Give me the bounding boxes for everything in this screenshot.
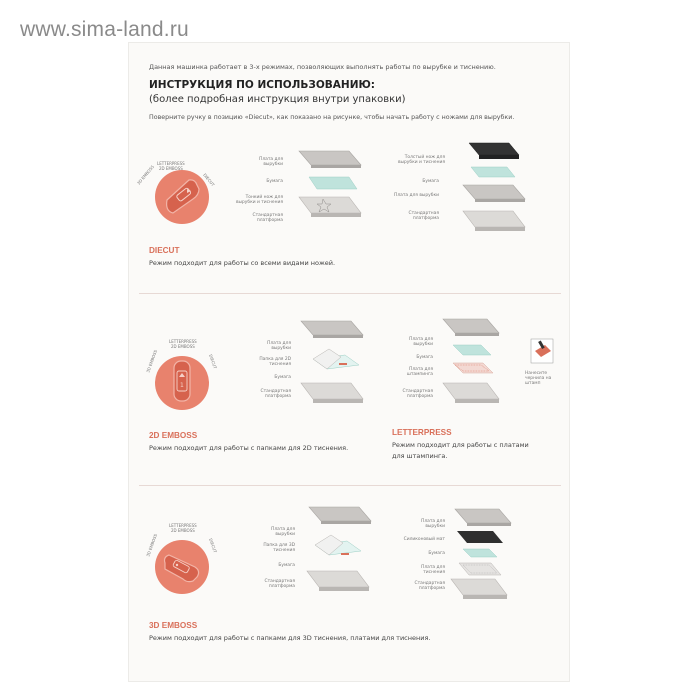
site-watermark: www.sima-land.ru — [20, 18, 189, 41]
ink-note-3: штамп — [525, 381, 541, 386]
dial-3-diecut: DIECUT — [208, 538, 218, 554]
emboss3d-left-stack — [306, 506, 372, 591]
turn-instruction: Поверните ручку в позицию «Diecut», как … — [149, 114, 515, 121]
diecut-label-platform-right: Стандартная платформа — [408, 211, 439, 221]
emboss3d-label-paper: Бумага — [278, 563, 295, 568]
letterpress-label-paper: Бумага — [416, 355, 433, 360]
emboss3d-label-platform: Стандартная платформа — [264, 579, 295, 589]
dial-3-2d: 2D EMBOSS — [171, 528, 195, 533]
emboss3d-label-plate-right: Плата для вырубки — [421, 519, 445, 529]
letterpress-description-line-2: для штампинга. — [392, 452, 448, 460]
diecut-label-paper-right: Бумага — [422, 179, 439, 184]
emboss3d-label-paper-right: Бумага — [428, 551, 445, 556]
letterpress-label-platform: Стандартная платформа — [402, 389, 433, 399]
dial-label-3d: 3D EMBOSS — [136, 164, 155, 186]
divider-2 — [139, 485, 561, 486]
diecut-left-stack — [298, 150, 362, 217]
diecut-label-platform: Стандартная платформа — [252, 213, 283, 223]
emboss2d-description-line-1: Режим подходит для работы с папками для … — [149, 444, 349, 452]
dial-2-diecut: DIECUT — [208, 354, 218, 370]
dial-3-3d: 3D EMBOSS — [145, 533, 158, 557]
emboss2d-label-platform: Стандартная платформа — [260, 389, 291, 399]
emboss3d-title: 3D EMBOSS — [149, 621, 198, 630]
dial-2-letterpress: LETTERPRESS — [169, 339, 197, 344]
diecut-label-thick-knife: Толстый нож для вырубки и тиснения — [397, 155, 445, 165]
instruction-sheet: Данная машинка работает в 3-х режимах, п… — [128, 42, 570, 682]
emboss3d-label-emboss-plate: Плата для тиснения — [421, 565, 445, 575]
dial-label-2d: 2D EMBOSS — [159, 166, 183, 171]
diecut-label-plate-right: Плата для вырубки — [394, 193, 439, 198]
intro-text: Данная машинка работает в 3-х режимах, п… — [149, 63, 496, 71]
letterpress-title: LETTERPRESS — [392, 428, 452, 437]
dial-3-letterpress: LETTERPRESS — [169, 523, 197, 528]
letterpress-label-stamp-plate: Плата для штампинга — [406, 367, 433, 377]
diecut-right-stack — [462, 142, 526, 231]
divider-1 — [139, 293, 561, 294]
letterpress-stack — [442, 318, 554, 403]
letterpress-description-line-1: Режим подходит для работы с платами — [392, 441, 529, 449]
ink-note-1: Нанесите — [525, 371, 548, 376]
diecut-title: DIECUT — [149, 246, 180, 255]
emboss3d-right-stack — [450, 508, 512, 599]
dial-2d-emboss: 1 LETTERPRESS 2D EMBOSS 3D EMBOSS DIECUT — [145, 339, 218, 410]
diecut-label-paper: Бумага — [266, 179, 283, 184]
page-subtitle: (более подробная инструкция внутри упако… — [149, 94, 406, 105]
dial-2-3d: 3D EMBOSS — [145, 349, 158, 373]
diecut-description: Режим подходит для работы со всеми видам… — [149, 259, 336, 267]
page-title: ИНСТРУКЦИЯ ПО ИСПОЛЬЗОВАНИЮ: — [149, 79, 376, 91]
diecut-label-thin-knife: Тонкий нож для вырубки и тиснения — [235, 195, 283, 205]
dial-2-2d: 2D EMBOSS — [171, 344, 195, 349]
dial-label-letterpress: LETTERPRESS — [157, 161, 185, 166]
emboss3d-label-plate: Плата для вырубки — [271, 527, 295, 537]
emboss2d-label-plate: Плата для вырубки — [267, 341, 291, 351]
emboss3d-description: Режим подходит для работы с папками для … — [149, 634, 431, 642]
emboss2d-label-folder: Папка для 2D тиснения — [259, 357, 291, 367]
emboss2d-stack — [300, 320, 364, 403]
dial-diecut: LETTERPRESS 2D EMBOSS 3D EMBOSS DIECUT — [136, 161, 216, 224]
dial-arrow-number: 1 — [180, 382, 184, 389]
emboss3d-label-platform-right: Стандартная платформа — [414, 581, 445, 591]
emboss2d-title: 2D EMBOSS — [149, 431, 198, 440]
letterpress-label-plate: Плата для вырубки — [409, 337, 433, 347]
emboss3d-label-silicone: Силиконовый мат — [403, 537, 445, 542]
ink-note-2: чернила на — [525, 376, 552, 381]
diecut-label-plate: Плата для вырубки — [259, 157, 283, 167]
emboss3d-label-folder: Папка для 3D тиснения — [263, 543, 295, 553]
dial-3d-emboss: LETTERPRESS 2D EMBOSS 3D EMBOSS DIECUT — [145, 523, 218, 594]
emboss2d-label-paper: Бумага — [274, 375, 291, 380]
